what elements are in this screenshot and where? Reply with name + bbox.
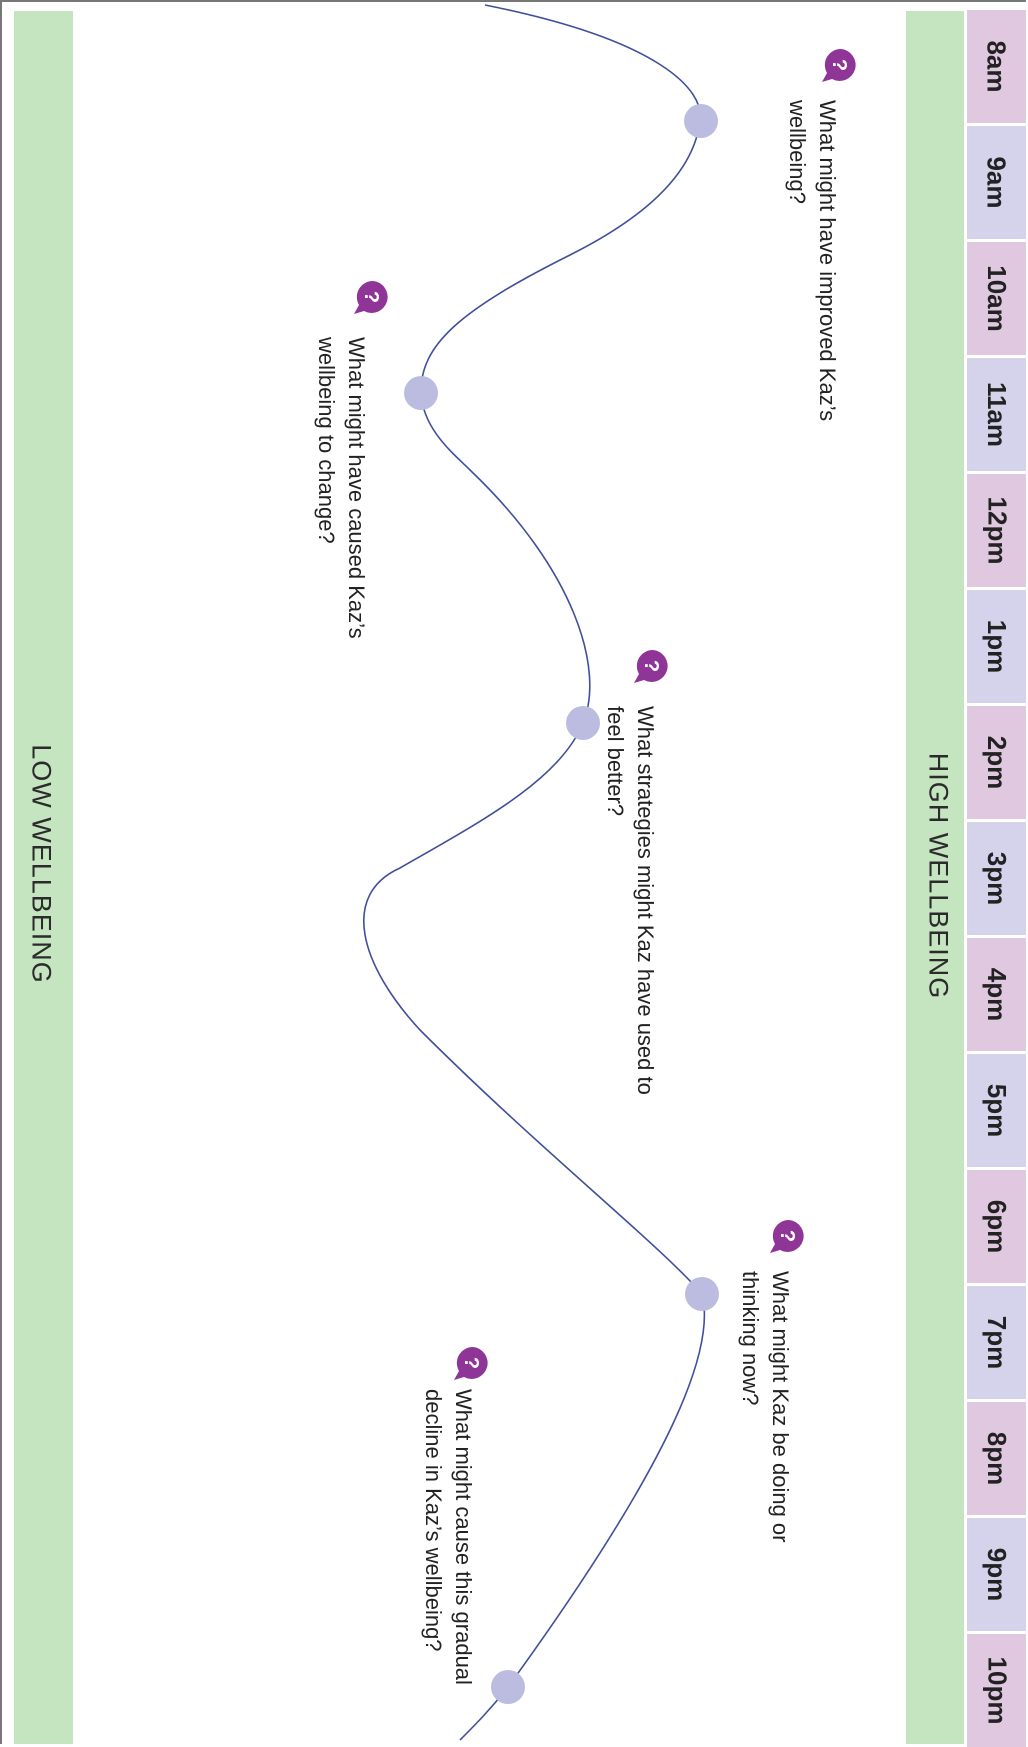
wellbeing-curve — [363, 4, 706, 1741]
question-mark-glyph: ? — [640, 660, 662, 672]
question-text: What might have improved Kaz’s wellbeing… — [785, 100, 840, 422]
time-slot: 5pm — [967, 1054, 1026, 1167]
question-mark-glyph: ? — [776, 1230, 798, 1242]
question-bubble-icon: ? — [454, 1346, 488, 1380]
curve-marker — [684, 104, 718, 138]
low-wellbeing-band — [14, 11, 73, 1744]
question-bubble-icon: ? — [354, 280, 388, 314]
time-slot: 11am — [967, 358, 1026, 471]
time-slot: 8am — [967, 10, 1026, 123]
time-slot: 4pm — [967, 938, 1026, 1051]
question-bubble-icon: ? — [634, 649, 668, 683]
curve-marker — [491, 1670, 525, 1704]
time-slot: 8pm — [967, 1402, 1026, 1515]
curve-marker — [566, 706, 600, 740]
time-slot: 1pm — [967, 590, 1026, 703]
question-mark-glyph: ? — [828, 59, 850, 71]
curve-marker — [685, 1277, 719, 1311]
question-text: What might cause this gradual decline in… — [421, 1389, 476, 1685]
question-text: What strategies might Kaz have used to f… — [603, 706, 658, 1095]
time-slot: 10pm — [967, 1634, 1026, 1747]
high-wellbeing-band — [906, 11, 964, 1744]
time-slot: 7pm — [967, 1286, 1026, 1399]
curve-marker — [404, 376, 438, 410]
question-bubble-icon: ? — [770, 1219, 804, 1253]
time-slot: 9pm — [967, 1518, 1026, 1631]
question-mark-glyph: ? — [360, 291, 382, 303]
time-slot: 3pm — [967, 822, 1026, 935]
time-slot: 12pm — [967, 474, 1026, 587]
time-slot: 10am — [967, 242, 1026, 355]
question-bubble-icon: ? — [822, 48, 856, 82]
time-slot: 2pm — [967, 706, 1026, 819]
time-slot: 9am — [967, 126, 1026, 239]
question-mark-glyph: ? — [460, 1357, 482, 1369]
question-text: What might have caused Kaz’s wellbeing t… — [314, 337, 369, 639]
time-slot: 6pm — [967, 1170, 1026, 1283]
question-text: What might Kaz be doing or thinking now? — [738, 1271, 793, 1543]
